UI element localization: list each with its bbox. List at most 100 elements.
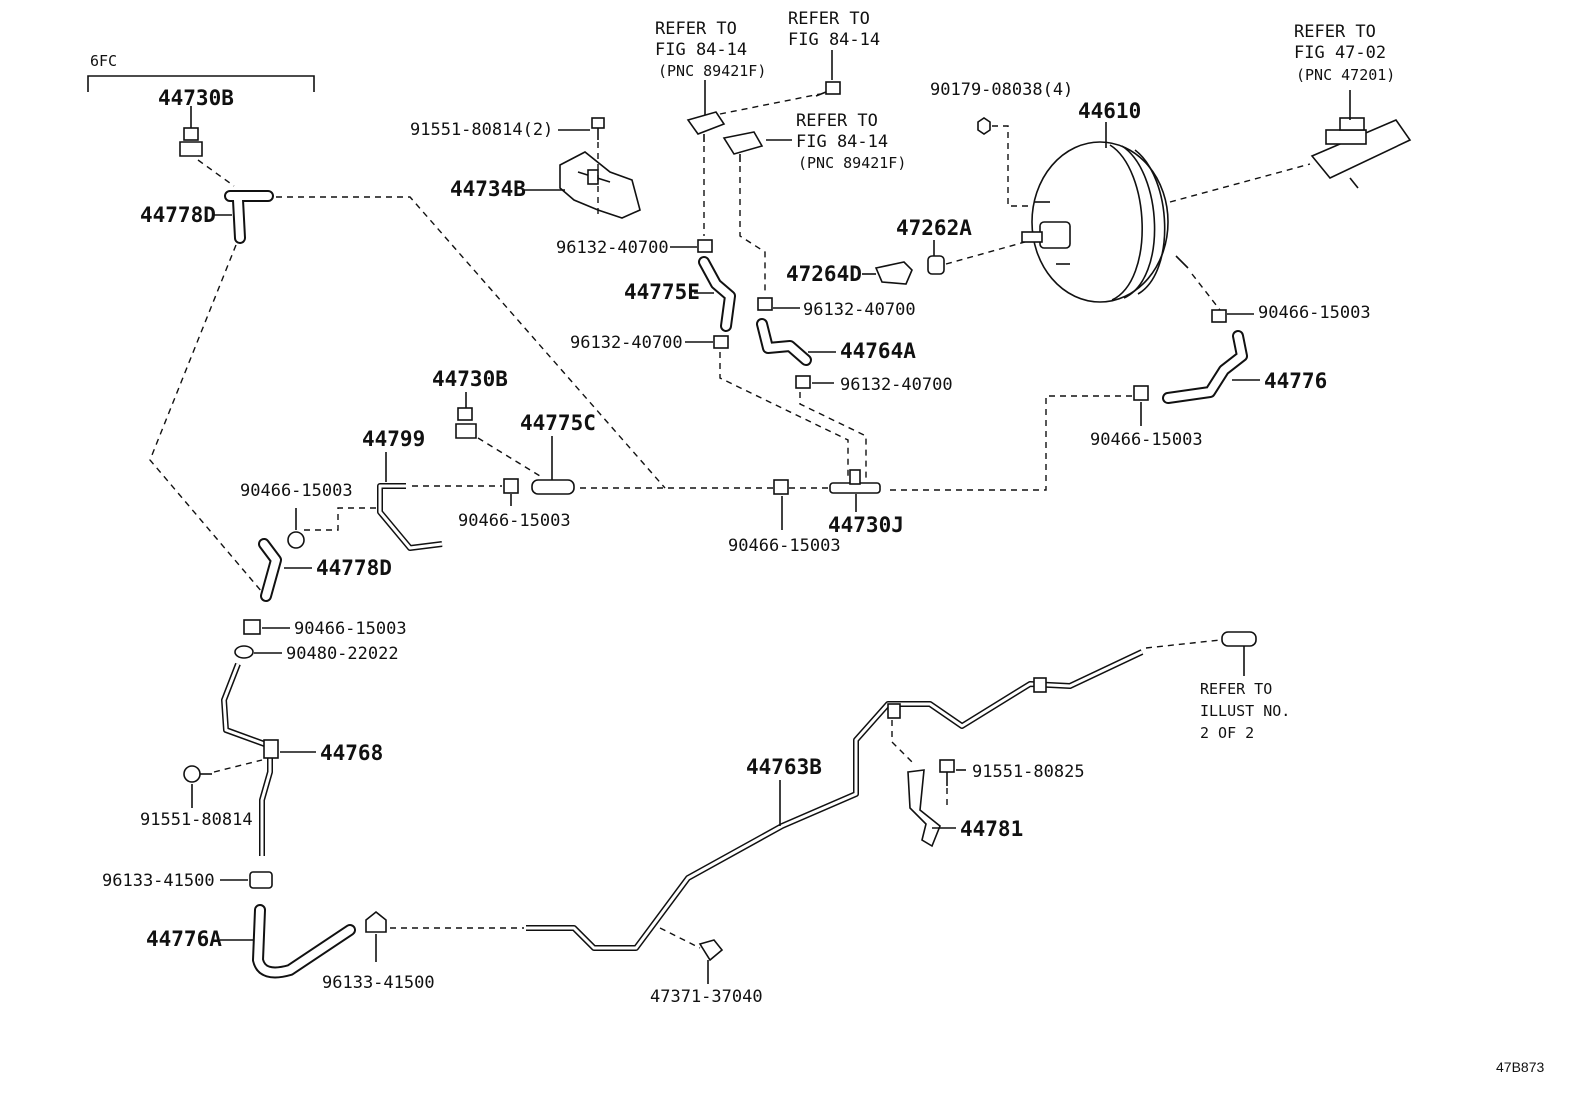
ref1-line3: (PNC 89421F) [658, 62, 766, 80]
ref3-line2: FIG 84-14 [796, 132, 888, 152]
ref-block-1: REFER TO FIG 84-14 (PNC 89421F) [655, 19, 766, 80]
pipe-clip-1[interactable] [887, 703, 901, 719]
ref4-line1: REFER TO [1294, 22, 1376, 42]
label-90466-a: 90466-15003 [1258, 303, 1371, 323]
hose-44775E[interactable] [698, 256, 736, 332]
label-44730B-mid: 44730B [432, 367, 508, 391]
ref4-line2: FIG 47-02 [1294, 43, 1386, 63]
spacer-47262A[interactable] [927, 255, 945, 275]
nut-90179[interactable] [977, 117, 991, 135]
label-96132-d: 96132-40700 [840, 375, 953, 395]
ref3-line3: (PNC 89421F) [798, 154, 906, 172]
label-96132-a: 96132-40700 [556, 238, 669, 258]
hose-44764A[interactable] [756, 318, 812, 366]
label-90179: 90179-08038(4) [930, 80, 1073, 100]
label-96132-b: 96132-40700 [570, 333, 683, 353]
ref4-line3: (PNC 47201) [1296, 66, 1395, 84]
ref1-line1: REFER TO [655, 19, 737, 39]
label-90466-c: 90466-15003 [240, 481, 353, 501]
label-44763B: 44763B [746, 755, 822, 779]
clamp-90466-c[interactable] [287, 531, 305, 549]
ref-block-2: REFER TO FIG 84-14 [788, 9, 880, 50]
bolt-91551-80814[interactable] [183, 765, 212, 783]
label-44781: 44781 [960, 817, 1023, 841]
hose-44775C[interactable] [531, 479, 575, 495]
pipe-clip-2[interactable] [1033, 677, 1047, 693]
bolt-91551-80825[interactable] [939, 759, 955, 786]
hose-44776[interactable] [1162, 330, 1248, 404]
clamp-96133-b[interactable] [365, 910, 387, 933]
label-44610: 44610 [1078, 99, 1141, 123]
label-90466-b: 90466-15003 [1090, 430, 1203, 450]
clamp-90466-f[interactable] [243, 619, 261, 635]
ref2-line1: REFER TO [788, 9, 870, 29]
clamp-44730B-top[interactable] [179, 106, 203, 157]
bracket-44734B[interactable] [559, 151, 641, 219]
label-90466-d: 90466-15003 [458, 511, 571, 531]
label-96132-c: 96132-40700 [803, 300, 916, 320]
label-90466-f: 90466-15003 [294, 619, 407, 639]
label-44778D-top: 44778D [140, 203, 216, 227]
pipe-end-ref[interactable] [1221, 631, 1257, 647]
hose-44776A[interactable] [252, 904, 356, 979]
group-bracket: 6FC [87, 52, 315, 92]
brake-booster-44610[interactable] [1021, 141, 1189, 303]
label-90466-e: 90466-15003 [728, 536, 841, 556]
label-44730B-top: 44730B [158, 86, 234, 110]
label-47371: 47371-37040 [650, 987, 763, 1007]
bolt-ref2[interactable] [815, 81, 841, 97]
label-96133-b: 96133-41500 [322, 973, 435, 993]
vacuum-switch-1[interactable] [686, 111, 726, 142]
label-44730J: 44730J [828, 513, 904, 537]
label-44775E: 44775E [624, 280, 700, 304]
ref5-line1: REFER TO [1200, 680, 1272, 698]
label-47262A: 47262A [896, 216, 972, 240]
clamp-96132-a[interactable] [697, 239, 713, 253]
ref5-line3: 2 OF 2 [1200, 724, 1254, 742]
clamp-90466-e[interactable] [773, 479, 789, 495]
bracket-44781[interactable] [907, 769, 941, 848]
label-44776: 44776 [1264, 369, 1327, 393]
clamp-90466-d[interactable] [503, 478, 519, 494]
label-44799: 44799 [362, 427, 425, 451]
clamp-96132-b[interactable] [713, 335, 729, 349]
label-90480: 90480-22022 [286, 644, 399, 664]
label-47264D: 47264D [786, 262, 862, 286]
clamp-96132-d[interactable] [795, 375, 811, 389]
bracket-47264D[interactable] [874, 261, 913, 285]
vacuum-switch-2[interactable] [722, 131, 764, 162]
group-label: 6FC [90, 52, 117, 70]
hose-44778D-mid[interactable] [258, 538, 282, 602]
clamp-96132-c[interactable] [757, 297, 773, 311]
ref5-line2: ILLUST NO. [1200, 702, 1290, 720]
clamp-44730B-mid[interactable] [455, 407, 477, 439]
pipe-44763B[interactable] [526, 649, 1144, 951]
valve-47371[interactable] [698, 939, 724, 962]
label-91551-80814-2: 91551-80814(2) [410, 120, 553, 140]
pipe-44768[interactable] [221, 662, 279, 856]
bolt-91551-80814-2[interactable] [591, 117, 605, 140]
label-44768: 44768 [320, 741, 383, 765]
label-96133-a: 96133-41500 [102, 871, 215, 891]
ref3-line1: REFER TO [796, 111, 878, 131]
master-cylinder[interactable] [1310, 117, 1412, 189]
ref-block-5: REFER TO ILLUST NO. 2 OF 2 [1200, 680, 1290, 742]
ref-block-4: REFER TO FIG 47-02 (PNC 47201) [1294, 22, 1395, 84]
label-44776A: 44776A [146, 927, 222, 951]
ref2-line2: FIG 84-14 [788, 30, 880, 50]
ref-block-3: REFER TO FIG 84-14 (PNC 89421F) [796, 111, 906, 172]
clamp-90466-b[interactable] [1133, 385, 1149, 401]
diagram-id: 47B873 [1496, 1059, 1544, 1075]
label-44778D-mid: 44778D [316, 556, 392, 580]
clamp-90466-a[interactable] [1211, 309, 1227, 323]
label-44734B: 44734B [450, 177, 526, 201]
clamp-96133-a[interactable] [249, 871, 273, 889]
check-valve-90480[interactable] [234, 645, 254, 659]
label-44775C: 44775C [520, 411, 596, 435]
ref1-line2: FIG 84-14 [655, 40, 747, 60]
pipe-44799[interactable] [377, 483, 443, 551]
label-91551-80814: 91551-80814 [140, 810, 253, 830]
hose-44778D-top[interactable] [224, 190, 274, 244]
tee-joint-44730J[interactable] [829, 469, 881, 494]
